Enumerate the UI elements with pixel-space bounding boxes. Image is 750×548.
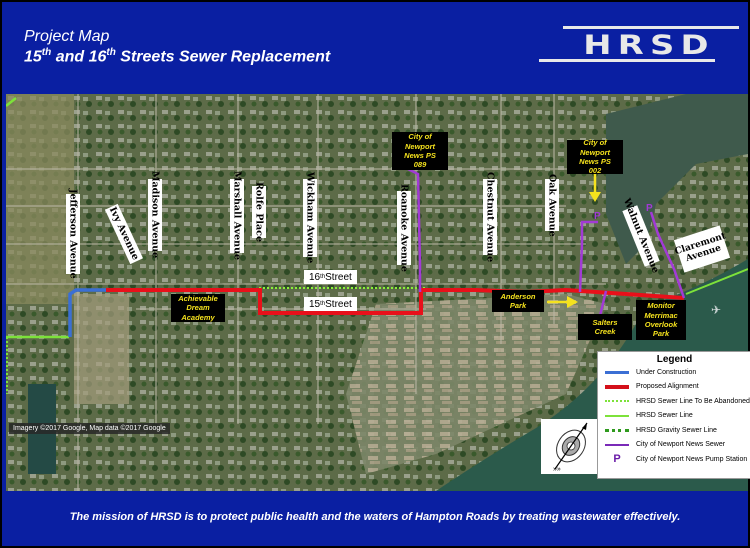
north-arrow-icon: »» <box>541 419 601 474</box>
poi-line: Newport <box>580 147 610 157</box>
compass-graphic: »» <box>553 422 588 473</box>
header: Project Map 15th and 16th Streets Sewer … <box>2 2 748 84</box>
poi-line: Salters <box>592 317 618 327</box>
poi-line: City of <box>583 138 607 148</box>
street-label-rolfe-place: Rolfe Place <box>252 182 266 243</box>
pump-station-p-icon: P <box>613 453 621 466</box>
hrsd-logo: HRSD <box>539 26 739 62</box>
satellite-map[interactable]: P P P ✈ Jefferson Avenue Ivy Avenue Madi… <box>6 94 748 491</box>
map-credit: Imagery ©2017 Google, Map data ©2017 Goo… <box>9 423 170 434</box>
legend-swatch-dark-green-dotted-line-icon <box>605 428 629 432</box>
legend-label: HRSD Sewer Line <box>636 412 693 420</box>
poi-line: Merrimac <box>644 310 678 320</box>
street-label-madison-avenue: Madison Avenue <box>148 171 162 259</box>
title-sup2: th <box>106 47 116 58</box>
legend-item-hrsd-sewer-line: HRSD Sewer Line <box>598 409 750 424</box>
poi-line: Park <box>652 329 670 339</box>
poi-line: News PS <box>579 157 611 166</box>
legend-swatch-green-line-icon <box>605 414 629 417</box>
label-num: 15 <box>309 298 321 310</box>
poi-label-pump-station-089: City of Newport News PS 089 <box>392 132 448 170</box>
label-rest: Street <box>325 271 352 283</box>
poi-line: Achievable <box>178 293 218 303</box>
legend-swatch-blue-line-icon <box>605 370 629 374</box>
logo-text: HRSD <box>583 30 715 61</box>
title-rest: Streets Sewer Replacement <box>115 48 331 66</box>
legend-item-newport-news-sewer: City of Newport News Sewer <box>598 438 750 453</box>
title-num1: 15 <box>24 48 42 66</box>
legend-label: Under Construction <box>636 368 697 376</box>
footer: The mission of HRSD is to protect public… <box>2 492 748 546</box>
street-label-oak-avenue: Oak Avenue <box>545 173 559 237</box>
legend-swatch-red-line-icon <box>605 384 629 389</box>
poi-line: Anderson <box>500 291 536 301</box>
poi-label-monitor-merrimac-overlook-park: Monitor Merrimac Overlook Park <box>636 300 686 340</box>
street-label-jefferson-avenue: Jefferson Avenue <box>66 189 80 279</box>
mission-statement: The mission of HRSD is to protect public… <box>69 511 681 523</box>
legend-label: City of Newport News Pump Station <box>636 455 748 463</box>
poi-line: Park <box>509 301 527 310</box>
legend-label: Proposed Alignment <box>636 383 699 391</box>
poi-label-pump-station-002: City of Newport News PS 002 <box>567 138 623 176</box>
poi-label-anderson-park: Anderson Park <box>492 290 544 312</box>
legend-item-proposed-alignment: Proposed Alignment <box>598 380 750 395</box>
poi-line: Newport <box>405 141 435 151</box>
legend-swatch-green-dotted-line-icon <box>605 400 629 403</box>
street-label-wickham-avenue: Wickham Avenue <box>303 172 317 264</box>
map-legend: Legend Under Construction Proposed Align… <box>597 351 750 479</box>
map-graphics: P P P ✈ <box>6 94 748 491</box>
legend-label: HRSD Sewer Line To Be Abandoned <box>636 397 750 405</box>
poi-line: Overlook <box>644 320 678 329</box>
poi-line: Creek <box>594 327 616 336</box>
legend-label: HRSD Gravity Sewer Line <box>636 426 717 434</box>
title-mid: and 16 <box>51 48 107 66</box>
legend-item-under-construction: Under Construction <box>598 365 750 380</box>
poi-line: Dream <box>186 303 210 313</box>
poi-line: Academy <box>181 312 215 322</box>
poi-line: Monitor <box>647 301 675 311</box>
airplane-icon: ✈ <box>711 303 721 317</box>
pump-station-walnut-marker: P <box>646 203 653 214</box>
label-sup: th <box>320 301 326 307</box>
legend-swatch-purple-line-icon <box>605 443 629 446</box>
title-project-name: 15th and 16th Streets Sewer Replacement <box>24 47 330 66</box>
legend-item-hrsd-abandoned: HRSD Sewer Line To Be Abandoned <box>598 394 750 409</box>
legend-item-newport-news-pump-station: P City of Newport News Pump Station <box>598 452 750 467</box>
label-sup: th <box>320 274 326 280</box>
poi-label-salters-creek: Salters Creek <box>578 314 632 340</box>
title-project-map: Project Map <box>24 28 110 45</box>
street-label-chestnut-avenue: Chestnut Avenue <box>483 171 497 263</box>
logo-bar-top <box>563 26 739 29</box>
poi-line: 089 <box>413 160 427 170</box>
legend-item-hrsd-gravity-sewer: HRSD Gravity Sewer Line <box>598 423 750 438</box>
label-rest: Street <box>325 298 352 310</box>
poi-line: News PS <box>404 151 436 160</box>
legend-title: Legend <box>656 354 693 365</box>
street-label-roanoke-avenue: Roanoke Avenue <box>397 184 411 272</box>
logo-bar-bottom <box>539 59 715 62</box>
label-num: 16 <box>309 271 321 283</box>
poi-label-achievable-dream-academy: Achievable Dream Academy <box>171 294 225 322</box>
poi-line: 002 <box>588 166 602 176</box>
title-sup1: th <box>41 47 52 58</box>
pump-station-002-marker: P <box>594 211 601 222</box>
poi-line: City of <box>408 132 432 142</box>
street-label-marshall-avenue: Marshall Avenue <box>230 171 244 261</box>
svg-text:»»: »» <box>553 466 561 473</box>
legend-label: City of Newport News Sewer <box>636 441 726 449</box>
